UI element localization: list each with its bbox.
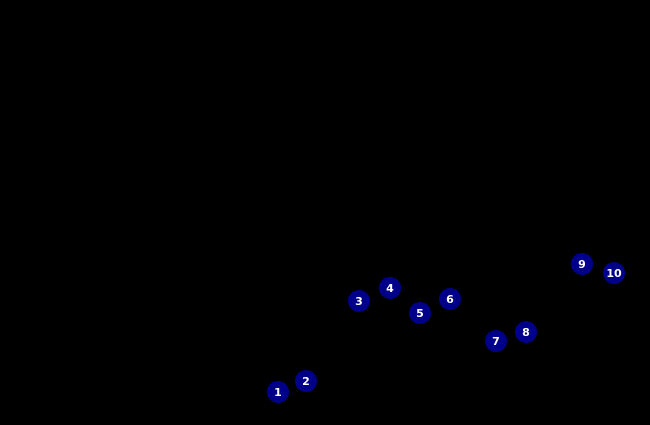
numbered-marker-8[interactable]: 8: [515, 321, 537, 343]
numbered-marker-9[interactable]: 9: [571, 253, 593, 275]
numbered-marker-7[interactable]: 7: [485, 330, 507, 352]
numbered-marker-1[interactable]: 1: [267, 381, 289, 403]
numbered-marker-6[interactable]: 6: [439, 288, 461, 310]
numbered-marker-2[interactable]: 2: [295, 370, 317, 392]
numbered-marker-10[interactable]: 10: [603, 262, 625, 284]
numbered-marker-4[interactable]: 4: [379, 277, 401, 299]
numbered-marker-5[interactable]: 5: [409, 302, 431, 324]
numbered-marker-3[interactable]: 3: [348, 290, 370, 312]
